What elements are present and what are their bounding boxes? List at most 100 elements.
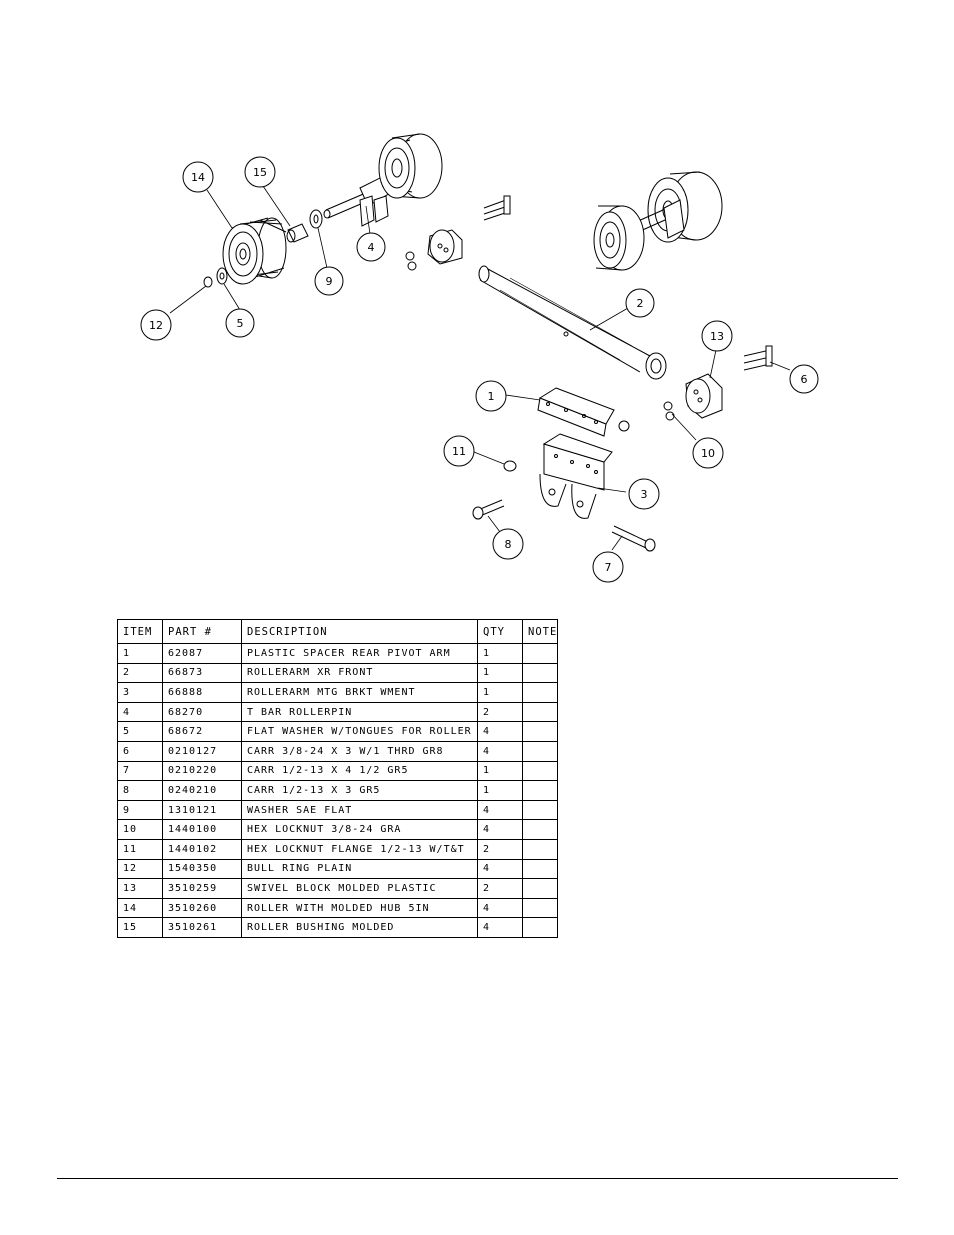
cell-part-number: 0210127 [162,740,242,762]
cell-description: HEX LOCKNUT 3/8-24 GRA [241,819,478,840]
carriage-bolts-6 [743,345,773,371]
cell-qty: 1 [477,682,523,703]
cell-part-number: 1540350 [162,858,242,880]
roller-14 [222,217,287,285]
washer-5 [216,267,228,285]
cell-qty: 4 [477,740,523,762]
table-header-row: ITEM PART # DESCRIPTION QTY NOTE [117,619,559,644]
callout-9: 9 [314,266,344,296]
bull-ring-12 [203,276,213,288]
footer-rule [57,1178,898,1179]
cell-qty: 2 [477,701,523,723]
cell-part-number: 68672 [162,721,242,742]
carriage-bolt-8 [472,499,505,520]
cell-description: PLASTIC SPACER REAR PIVOT ARM [241,643,478,664]
callout-13: 13 [701,320,733,352]
hex-locknut-10a [663,401,673,411]
hex-locknut-11 [503,460,517,472]
cell-description: FLAT WASHER W/TONGUES FOR ROLLER [241,721,478,742]
cell-qty: 4 [477,721,523,742]
cell-note [521,740,559,762]
cell-item: 11 [117,838,163,860]
cell-item: 12 [117,858,163,880]
cell-qty: 4 [477,917,523,938]
cell-item: 6 [117,740,163,762]
svg-text:9: 9 [326,275,333,288]
cell-description: BULL RING PLAIN [241,858,478,880]
svg-text:8: 8 [505,538,512,551]
header-qty: QTY [477,619,523,644]
cell-item: 2 [117,662,163,684]
cell-note [521,662,559,684]
cell-note [521,819,559,840]
cell-description: CARR 3/8-24 X 3 W/1 THRD GR8 [241,740,478,762]
svg-text:11: 11 [452,445,466,458]
cell-note [521,682,559,703]
cell-qty: 1 [477,780,523,801]
header-part-number: PART # [162,619,242,644]
cell-note [521,643,559,664]
cell-item: 8 [117,780,163,801]
cell-part-number: 66873 [162,662,242,684]
exploded-parts-diagram: 14 15 9 4 5 12 2 13 6 1 10 11 [140,133,819,583]
cell-item: 3 [117,682,163,703]
cell-part-number: 3510260 [162,897,242,919]
cell-description: SWIVEL BLOCK MOLDED PLASTIC [241,878,478,899]
cell-note [521,917,559,938]
svg-text:5: 5 [237,317,244,330]
cell-qty: 2 [477,878,523,899]
callout-5: 5 [225,308,255,338]
cell-part-number: 0210220 [162,760,242,782]
cell-item: 7 [117,760,163,782]
cell-part-number: 3510259 [162,878,242,899]
cell-description: T BAR ROLLERPIN [241,701,478,723]
cell-note [521,878,559,899]
cell-part-number: 1310121 [162,799,242,821]
cell-description: ROLLER BUSHING MOLDED [241,917,478,938]
svg-text:4: 4 [368,241,375,254]
callout-12: 12 [140,309,172,341]
cell-qty: 4 [477,858,523,880]
callout-10: 10 [692,437,724,469]
cell-part-number: 68270 [162,701,242,723]
cell-part-number: 3510261 [162,917,242,938]
callout-6: 6 [789,364,819,394]
callout-15: 15 [244,156,276,188]
cell-item: 1 [117,643,163,664]
roller-right-assembly [593,171,723,271]
svg-text:2: 2 [637,297,644,310]
cell-description: WASHER SAE FLAT [241,799,478,821]
cell-qty: 1 [477,643,523,664]
cell-note [521,838,559,860]
cell-item: 5 [117,721,163,742]
rollerarm-mtg-bracket-3 [539,433,613,519]
header-note: NOTE [521,619,559,644]
cell-qty: 1 [477,662,523,684]
rollerarm-xr-front-2 [478,265,667,380]
svg-text:14: 14 [191,171,205,184]
callout-7: 7 [592,551,624,583]
bolts-top [483,195,511,221]
swivel-block-13 [685,373,723,419]
cell-description: ROLLERARM MTG BRKT WMENT [241,682,478,703]
callout-3: 3 [628,478,660,510]
cell-note [521,897,559,919]
cell-note [521,701,559,723]
callout-1: 1 [475,380,507,412]
svg-text:15: 15 [253,166,267,179]
plastic-spacer-1 [537,387,615,437]
cell-note [521,780,559,801]
cell-part-number: 66888 [162,682,242,703]
roller-top [378,133,443,199]
